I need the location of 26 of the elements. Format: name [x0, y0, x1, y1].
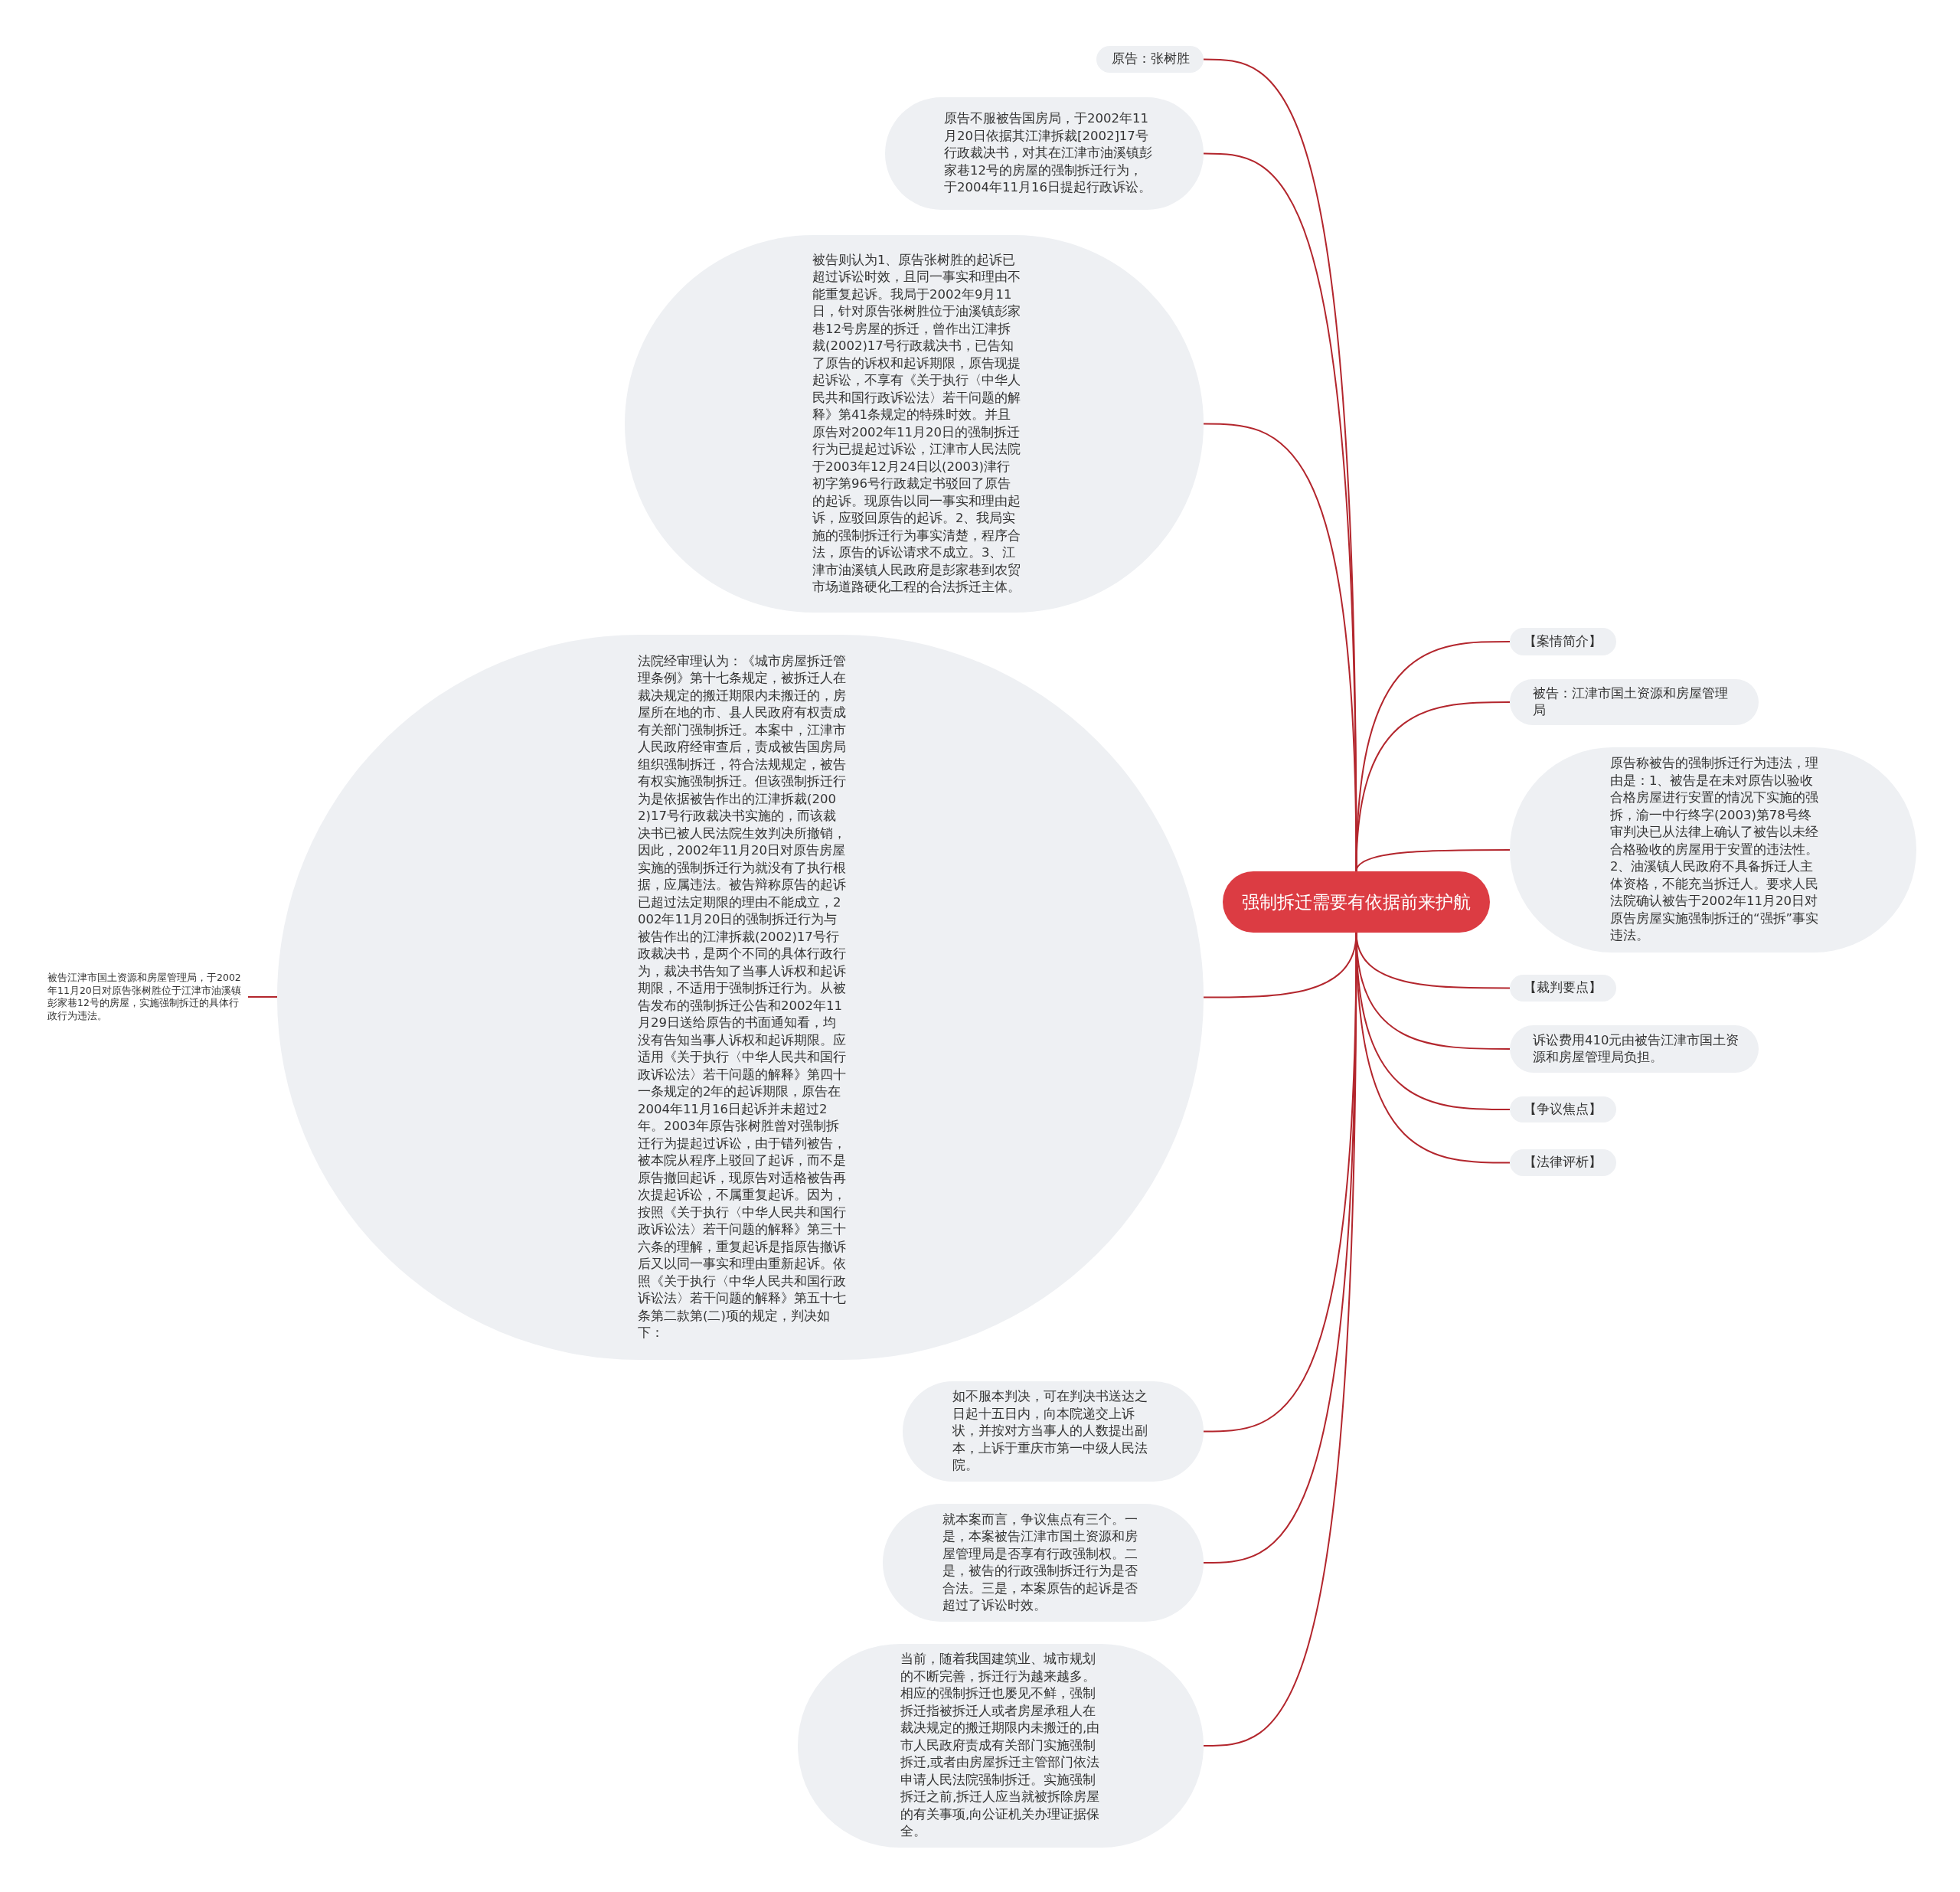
topic-bubble: [1510, 1149, 1616, 1176]
topic-bubble: [1096, 46, 1204, 73]
topic-bubble: [1510, 975, 1616, 1002]
topic-text: 【法律评析】: [1524, 1154, 1602, 1171]
connector-line: [1355, 701, 1511, 872]
topic-bubble: [1510, 1096, 1616, 1122]
topic-text: 【争议焦点】: [1524, 1100, 1602, 1118]
connector-line: [1355, 641, 1511, 872]
connector-line: [1203, 423, 1357, 872]
connector-line: [1355, 849, 1511, 872]
topic-bubble: [1510, 628, 1616, 655]
topic-text: 当前，随着我国建筑业、城市规划的不断完善，拆迁行为越来越多。相应的强制拆迁也屡见不鲜，强制拆迁指被拆迁人或者房屋承租人在裁决规定的搬迁期限内未搬迁的,由市人民政府责成有关部门实施强制拆迁,或者由房屋拆迁主管部门依法申请人民法院强制拆迁。实施强制拆迁之前,拆迁人应当就被拆除房屋的有关事项,向公证机关办理证据保全。: [900, 1651, 1101, 1841]
topic-text: 法院经审理认为：《城市房屋拆迁管理条例》第十七条规定，被拆迁人在裁决规定的搬迁期限内未搬迁的，房屋所在地的市、县人民政府有权责成有关部门强制拆迁。本案中，江津市人民政府经审查后，责成被告国房局组织强制拆迁，符合法规规定，被告有权实施强制拆迁。但该强制拆迁行为是依据被告作出的江津拆裁(2002)17号行政裁决书实施的，而该裁决书已被人民法院生效判决所撤销，因此，2002年11月20日对原告房屋实施的强制拆迁行为就没有了执行根据，应属违法。被告辩称原告的起诉已超过法定期限的理由不能成立，2002年11月20日的强制拆迁行为与被告作出的江津拆裁(2002)17号行政裁决书，是两个不同的具体行政行为，裁决书告知了当事人诉权和起诉期限，不适用于强制拆迁行为。从被告发布的强制拆迁公告和2002年11月29日送给原告的书面通知看，均没有告知当事人诉权和起诉期限。应适用《关于执行〈中华人民共和国行政诉讼法〉若干问题的解释》第四十一条规定的2年的起诉期限，原告在2004年11月16日起诉并未超过2年。2003年原告张树胜曾对强制拆迁行为提起过诉讼，由于错列被告，被本院从程序上驳回了起诉，而不是原告撤回起诉，现原告对适格被告再次提起诉讼，不属重复起诉。因为，按照《关于执行〈中华人民共和国行政诉讼法〉若干问题的解释》第三十六条的理解，重复起诉是指原告撤诉后又以同一事实和理由重新起诉。依照《关于执行〈中华人民共和国行政诉讼法〉若干问题的解释》第五十七条第二款第(二)项的规定，判决如下：: [638, 652, 846, 1341]
topic-text: 原告称被告的强制拆迁行为违法，理由是：1、被告是在未对原告以验收合格房屋进行安置的情况下实施的强拆，渝一中行终字(2003)第78号终审判决已从法律上确认了被告以未经合格验收的房屋用于安置的违法性。2、油溪镇人民政府不具备拆迁人主体资格，不能充当拆迁人。要求人民法院确认被告于2002年11月20日对原告房屋实施强制拆迁的“强拆”事实违法。: [1610, 755, 1820, 945]
topic-text: 原告不服被告国房局，于2002年11月20日依据其江津拆裁[2002]17号行政裁决书，对其在江津市油溪镇彭家巷12号的房屋的强制拆迁行为，于2004年11月16日提起行政诉讼。: [944, 110, 1153, 197]
note-text: 被告江津市国土资源和房屋管理局，于2002年11月20日对原告张树胜位于江津市油溪镇彭家巷12号的房屋，实施强制拆迁的具体行政行为违法。: [47, 972, 242, 1022]
topic-text: 被告则认为1、原告张树胜的起诉已超过诉讼时效，且同一事实和理由不能重复起诉。我局于2002年9月11日，针对原告张树胜位于油溪镇彭家巷12号房屋的拆迁，曾作出江津拆裁(2002)17号行政裁决书，已告知了原告的诉权和起诉期限，原告现提起诉讼，不享有《关于执行〈中华人民共和国行政诉讼法〉若干问题的解释》第41条规定的特殊时效。并且原告对2002年11月20日的强制拆迁行为已提起过诉讼，江津市人民法院于2003年12月24日以(2003)津行初字第96号行政裁定书驳回了原告的起诉。现原告以同一事实和理由起诉，应驳回原告的起诉。2、我局实施的强制拆迁行为事实清楚，程序合法，原告的诉讼请求不成立。3、江津市油溪镇人民政府是彭家巷到农贸市场道路硬化工程的合法拆迁主体。: [812, 251, 1021, 596]
topic-text: 原告：张树胜: [1112, 51, 1190, 68]
topic-text: 如不服本判决，可在判决书送达之日起十五日内，向本院递交上诉状，并按对方当事人的人数提出副本，上诉于重庆市第一中级人民法院。: [952, 1388, 1148, 1475]
topic-text: 就本案而言，争议焦点有三个。一是，本案被告江津市国土资源和房屋管理局是否享有行政强制权。二是，被告的行政强制拆迁行为是否合法。三是，本案原告的起诉是否超过了诉讼时效。: [942, 1511, 1138, 1614]
connector-line: [247, 996, 278, 998]
topic-text: 诉讼费用410元由被告江津市国土资源和房屋管理局负担。: [1533, 1031, 1740, 1066]
topic-text: 【案情简介】: [1524, 632, 1602, 650]
topic-text: 【裁判要点】: [1524, 979, 1602, 997]
central-topic-text: 强制拆迁需要有依据前来护航: [1241, 890, 1472, 913]
topic-text: 被告：江津市国土资源和房屋管理局: [1533, 685, 1729, 719]
